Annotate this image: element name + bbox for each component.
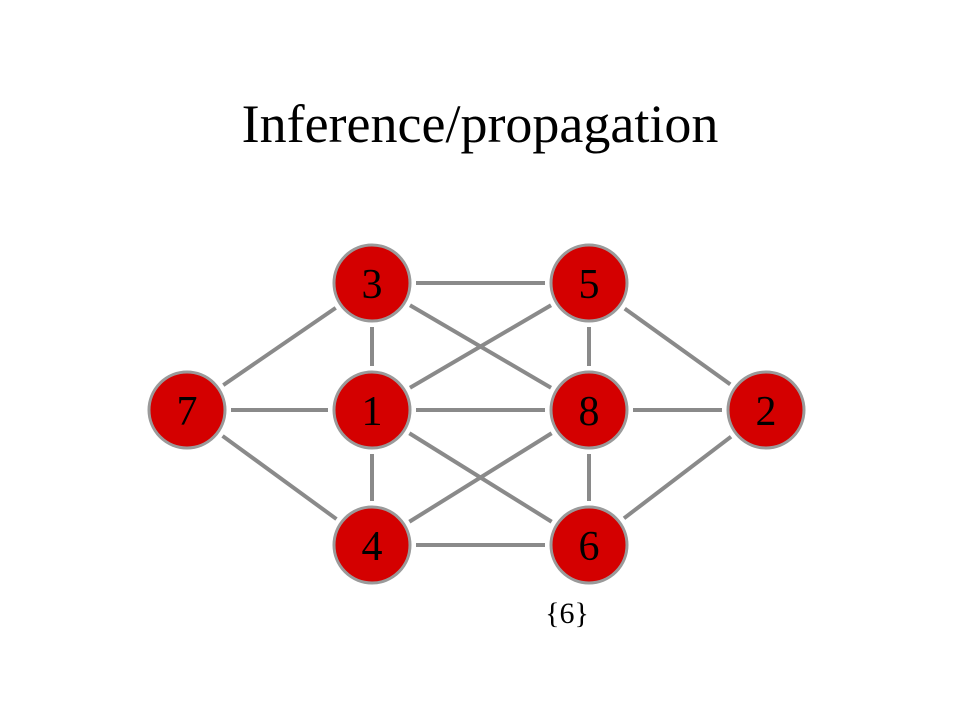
node-circle <box>726 370 806 450</box>
node-label: 8 <box>579 389 600 435</box>
node-5: 5 <box>549 243 629 323</box>
edge-n4-n8 <box>408 431 553 524</box>
node-label: 1 <box>362 389 383 435</box>
node-7: 7 <box>147 370 227 450</box>
edge-n7-n4 <box>221 434 338 521</box>
node-circle <box>332 370 412 450</box>
graph-edges <box>221 281 733 547</box>
edge-n5-n2 <box>623 307 732 386</box>
graph-nodes: 7 3 1 4 5 8 6 2 <box>147 243 806 585</box>
node-circle <box>549 370 629 450</box>
node-label: 6 <box>579 524 600 570</box>
node-label: 4 <box>362 524 383 570</box>
node-2: 2 <box>726 370 806 450</box>
edge-n1-n5 <box>408 303 553 390</box>
node-label: 5 <box>579 262 600 308</box>
node-circle <box>549 505 629 585</box>
node-8: 8 <box>549 370 629 450</box>
node-6: 6 <box>549 505 629 585</box>
node-4: 4 <box>332 505 412 585</box>
node-label: 7 <box>177 389 198 435</box>
node-3: 3 <box>332 243 412 323</box>
node-circle <box>549 243 629 323</box>
node-label: 3 <box>362 262 383 308</box>
node-circle <box>147 370 227 450</box>
slide-title: Inference/propagation <box>241 94 719 154</box>
edge-n7-n3 <box>222 306 337 387</box>
domain-annotation: {6} <box>545 597 589 630</box>
node-circle <box>332 243 412 323</box>
node-label: 2 <box>756 389 777 435</box>
node-circle <box>332 505 412 585</box>
edge-n6-n2 <box>622 435 733 520</box>
node-1: 1 <box>332 370 412 450</box>
